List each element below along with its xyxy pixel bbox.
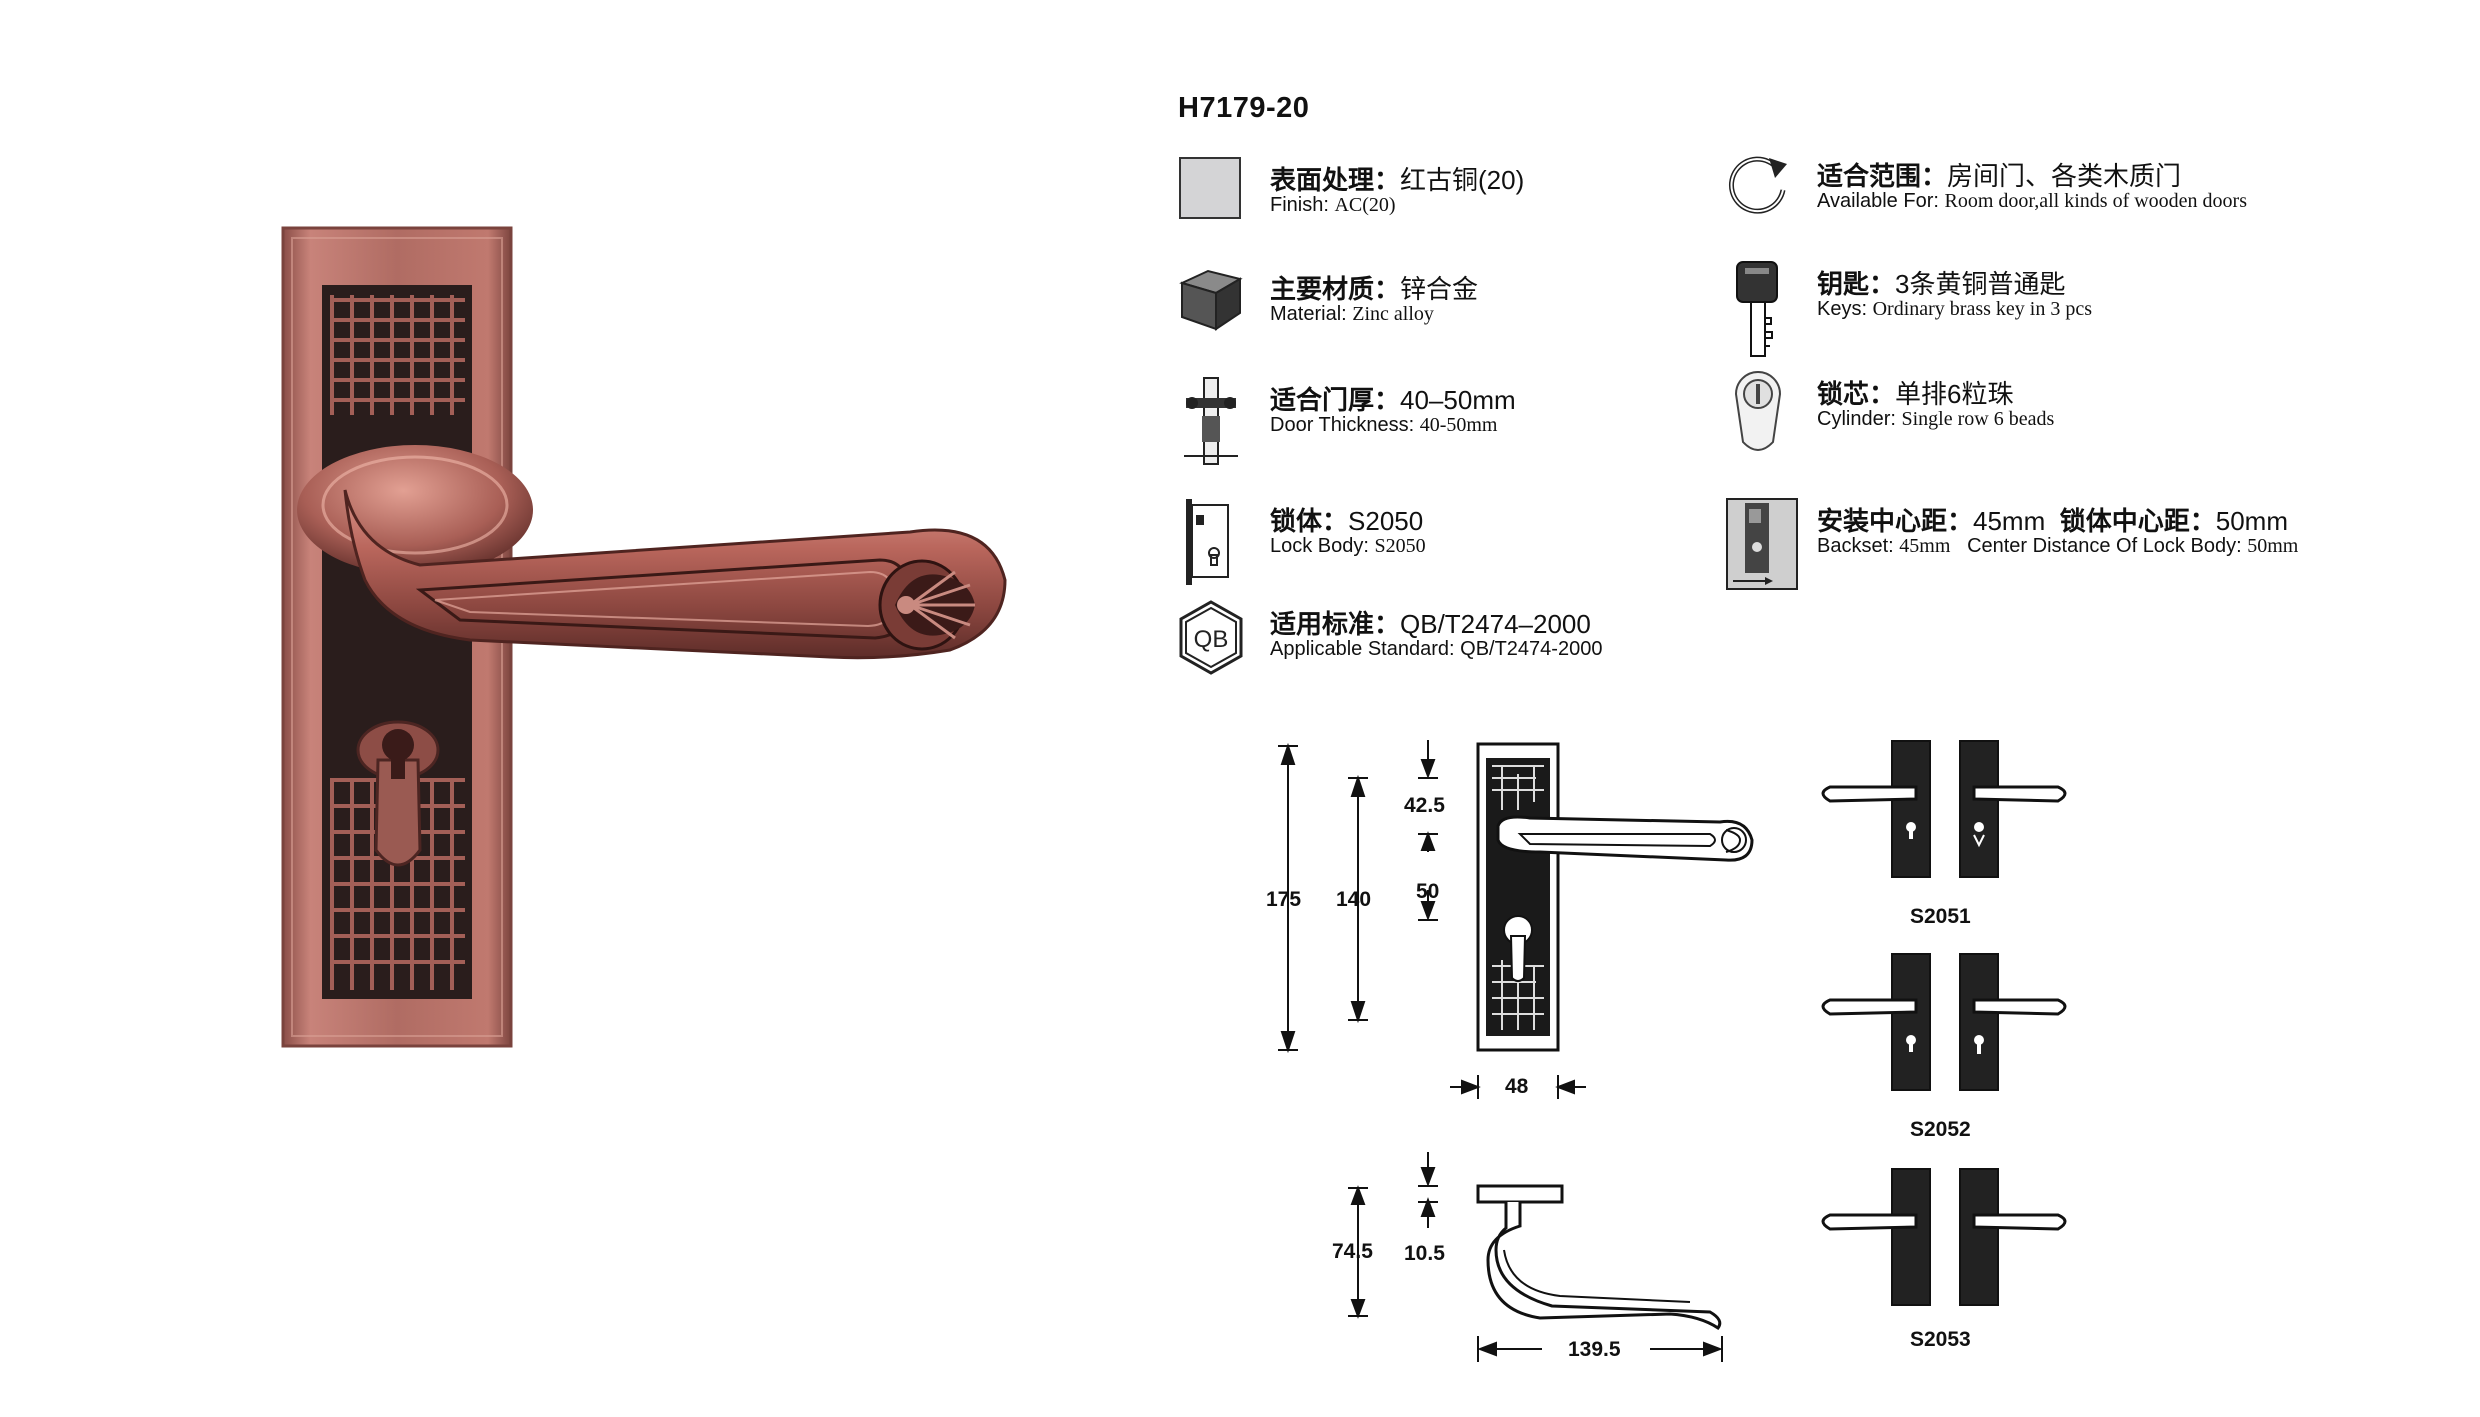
keys-en-value: Ordinary brass key in 3 pcs [1872, 298, 2092, 320]
cube-icon [1178, 265, 1244, 331]
spec-finish: 表面处理：红古铜(20) Finish: AC(20) [1178, 156, 1738, 226]
cylinder-icon [1725, 370, 1791, 460]
front-dimension-drawing: 175 140 42.5 50 48 [1240, 730, 1760, 1110]
backset-value: 45mm [1973, 506, 2046, 536]
scope-en-value: Room door,all kinds of wooden doors [1944, 190, 2247, 212]
qb-hexagon-icon: QB [1178, 600, 1244, 675]
variant-s2052-drawing [1821, 953, 2067, 1091]
lock-center-en-value: 50mm [2247, 535, 2299, 557]
spec-backset: 安装中心距：45mm 锁体中心距：50mm Backset: 45mm Cent… [1725, 497, 2465, 592]
standard-label: 适用标准： [1270, 609, 1401, 639]
door-thickness-value: 40–50mm [1400, 385, 1516, 415]
variant-s2053-drawing [1821, 1168, 2067, 1306]
variant-s2051-drawing [1821, 740, 2067, 878]
qb-logo-text: QB [1194, 626, 1229, 653]
backset-label: 安装中心距： [1817, 506, 1974, 536]
dim-side-height: 74.5 [1332, 1240, 1373, 1263]
door-thickness-en-label: Door Thickness: [1270, 414, 1415, 436]
dim-plate-height: 140 [1336, 888, 1372, 911]
lock-body-value: S2050 [1348, 506, 1424, 536]
lock-body-icon [1178, 497, 1244, 587]
spec-scope: 适合范围：房间门、各类木质门 Available For: Room door,… [1725, 152, 2425, 222]
keys-label: 钥匙： [1817, 269, 1896, 299]
dim-plate-width: 48 [1505, 1075, 1529, 1098]
keys-value: 3条黄铜普通匙 [1895, 269, 2066, 299]
door-thickness-en-value: 40-50mm [1419, 414, 1498, 436]
backset-icon [1725, 497, 1799, 592]
scope-label: 适合范围： [1817, 161, 1948, 191]
spec-cylinder: 锁芯：单排6粒珠 Cylinder: Single row 6 beads [1725, 370, 2425, 460]
spec-keys: 钥匙：3条黄铜普通匙 Keys: Ordinary brass key in 3… [1725, 260, 2425, 360]
rotate-arrow-icon [1725, 152, 1791, 218]
scope-value: 房间门、各类木质门 [1947, 161, 2182, 191]
standard-value: QB/T2474–2000 [1400, 609, 1591, 639]
cylinder-label: 锁芯： [1817, 379, 1896, 409]
door-thickness-label: 适合门厚： [1270, 385, 1401, 415]
scope-en-label: Available For: [1817, 190, 1939, 212]
color-swatch-icon [1178, 156, 1244, 222]
dim-total-height: 175 [1266, 888, 1302, 911]
lock-body-en-value: S2050 [1374, 535, 1426, 557]
material-value: 锌合金 [1400, 274, 1479, 304]
spec-material: 主要材质：锌合金 Material: Zinc alloy [1178, 265, 1738, 335]
model-number: H7179-20 [1178, 92, 1310, 124]
finish-label: 表面处理： [1270, 165, 1401, 195]
lock-center-label: 锁体中心距： [2059, 506, 2216, 536]
dim-lever-length: 139.5 [1568, 1338, 1621, 1361]
finish-en-label: Finish: [1270, 194, 1329, 216]
spec-standard: QB 适用标准：QB/T2474–2000 Applicable Standar… [1178, 600, 1778, 675]
dim-rose-thickness: 10.5 [1404, 1242, 1445, 1265]
spec-lock-body: 锁体：S2050 Lock Body: S2050 [1178, 497, 1738, 587]
material-en-value: Zinc alloy [1352, 303, 1434, 325]
standard-en-label: Applicable Standard: [1270, 638, 1455, 660]
material-en-label: Material: [1270, 303, 1347, 325]
finish-value: 红古铜(20) [1400, 165, 1525, 195]
material-label: 主要材质： [1270, 274, 1401, 304]
lock-body-en-label: Lock Body: [1270, 535, 1369, 557]
variant-s2052: S2052 [1810, 948, 2070, 1148]
lock-center-en-label: Center Distance Of Lock Body: [1967, 535, 2242, 557]
spec-door-thickness: 适合门厚：40–50mm Door Thickness: 40-50mm [1178, 376, 1738, 466]
cylinder-en-label: Cylinder: [1817, 408, 1896, 430]
lock-body-label: 锁体： [1270, 506, 1349, 536]
key-icon [1725, 260, 1791, 360]
finish-en-value: AC(20) [1334, 194, 1396, 216]
standard-en-value: QB/T2474-2000 [1460, 638, 1603, 660]
lock-center-value: 50mm [2215, 506, 2288, 536]
door-section-icon [1178, 376, 1244, 466]
product-photo [270, 220, 1010, 1060]
variant-s2051-label: S2051 [1910, 905, 1971, 928]
variant-s2053-label: S2053 [1910, 1328, 1971, 1351]
dim-center-distance: 50 [1416, 880, 1440, 903]
variant-s2052-label: S2052 [1910, 1118, 1971, 1141]
keys-en-label: Keys: [1817, 298, 1868, 320]
side-dimension-drawing: 74.5 10.5 139.5 [1320, 1140, 1760, 1380]
variant-s2053: S2053 [1810, 1163, 2070, 1363]
dim-top-offset: 42.5 [1404, 794, 1445, 817]
cylinder-en-value: Single row 6 beads [1901, 408, 2055, 430]
cylinder-value: 单排6粒珠 [1895, 379, 2014, 409]
backset-en-value: 45mm [1899, 535, 1951, 557]
variant-s2051: S2051 [1810, 735, 2070, 935]
backset-en-label: Backset: [1817, 535, 1894, 557]
